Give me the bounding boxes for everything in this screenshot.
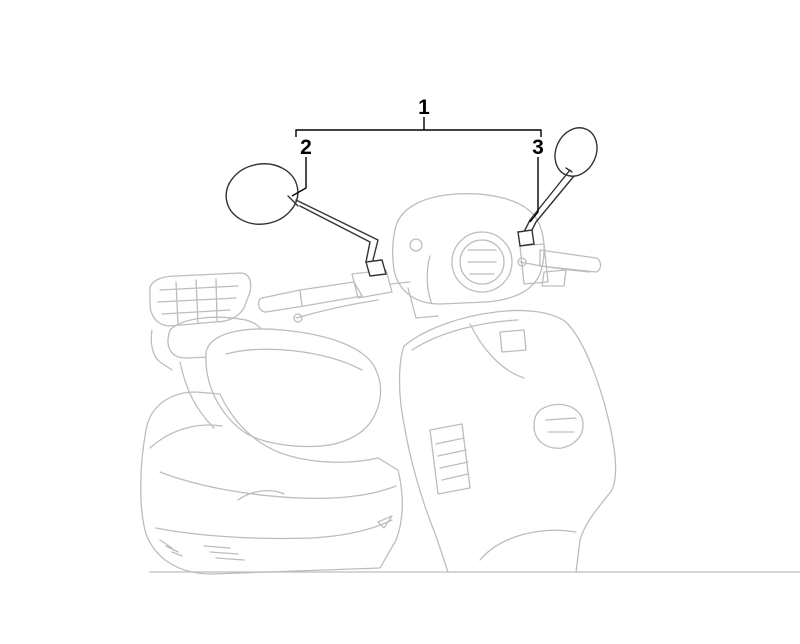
rear-body [140,391,800,575]
rear-rack [149,272,252,371]
callout-assembly: 1 [418,96,430,119]
right-mirror-part [517,127,598,247]
right-mirror-leader [529,157,539,223]
right-handlebar [517,249,602,287]
left-mirror-part [225,163,387,277]
scooter-outline [140,193,800,575]
assembly-bracket [295,129,542,137]
seat [167,316,382,448]
callout-left-mirror: 2 [300,136,312,159]
callout-right-mirror: 3 [532,136,544,159]
headset [392,193,549,319]
left-mirror-leader [291,157,307,197]
leader-lines [291,117,542,223]
leg-shield [398,309,617,573]
left-handlebar [257,269,411,323]
